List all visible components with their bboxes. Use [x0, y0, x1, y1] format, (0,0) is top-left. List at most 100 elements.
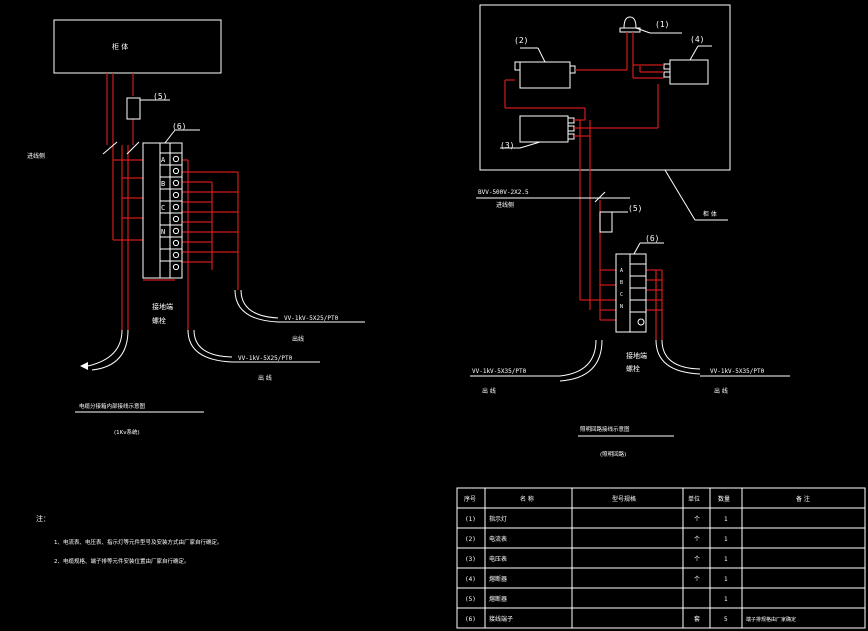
right-cabinet-box: [479, 4, 731, 171]
table-row: (6) 接线端子 套 5 端子排规格由厂家确定: [465, 615, 796, 623]
right-component-4: [669, 59, 709, 85]
right-cable-bends: [470, 339, 790, 382]
table-cell: 1: [724, 596, 728, 603]
table-header-cell: 型号规格: [612, 495, 636, 503]
table-cell: 套: [694, 615, 700, 623]
left-terminal-B: B: [161, 180, 165, 188]
right-cable-right-label: 出 线: [714, 387, 728, 395]
left-leader-6: [164, 129, 176, 144]
right-terminal-B: B: [620, 280, 623, 286]
right-component-2: [519, 61, 571, 89]
right-marker-2: (2): [514, 36, 528, 45]
component-table: 序号 名 称 型号规格 单位 数量 备 注 (1) 指示灯 个 1 (2) 电流…: [456, 487, 866, 629]
left-side-label: 进线侧: [27, 152, 45, 160]
table-cell: 个: [694, 516, 700, 523]
right-texts: (1) (2) (3) (4) (5) (6) BVV-500V-2X2.5 进…: [472, 20, 765, 458]
left-cable-bottom: VV-1kV-5X25/PT0: [238, 355, 293, 362]
right-terminal-rows: [630, 263, 646, 313]
notes-line-1: 1、电流表、电压表、指示灯等元件型号及安装方式由厂家自行确定。: [54, 538, 223, 546]
table-cell: (5): [465, 596, 476, 603]
table-header-cell: 名 称: [520, 495, 534, 503]
right-cable-left: VV-1kV-5X35/PT0: [472, 368, 527, 375]
table-header-row: 序号 名 称 型号规格 单位 数量 备 注: [464, 495, 810, 503]
table-cell: (1): [465, 516, 476, 523]
left-terminal-C: C: [161, 204, 165, 212]
right-inner-wires: [504, 32, 664, 340]
notes-title: 注：: [36, 514, 50, 523]
table-cell: 1: [724, 536, 728, 543]
table-row: (3) 电压表 个 1: [465, 555, 728, 563]
left-breaker-marks: [102, 141, 140, 155]
right-terminal-caption-1: 接地端: [626, 351, 647, 360]
right-terminal-N: N: [620, 304, 623, 310]
table-cell: 个: [694, 556, 700, 563]
left-cabinet-label: 柜 体: [112, 42, 128, 51]
table-header-cell: 单位: [688, 495, 700, 503]
table-row: (1) 指示灯 个 1: [465, 515, 728, 523]
left-terminal-A: A: [161, 156, 166, 164]
right-cable-top: BVV-500V-2X2.5: [478, 189, 529, 196]
right-marker-4: (4): [690, 35, 704, 44]
table-cell: (4): [465, 576, 476, 583]
table-row: (5) 熔断器 1: [465, 595, 728, 603]
table-cell: 熔断器: [489, 575, 507, 583]
right-cable-top-label: 进线侧: [496, 201, 514, 209]
table-header-cell: 序号: [464, 495, 476, 503]
table-cell: (3): [465, 556, 476, 563]
left-terminal-screws: [172, 155, 180, 271]
right-subcaption: (照明回路): [600, 450, 626, 458]
right-marker-5: (5): [628, 204, 642, 213]
right-diagram: [470, 4, 790, 437]
table-cell: 端子排规格由厂家确定: [746, 616, 796, 623]
left-cable-bottom-label: 出 线: [258, 374, 272, 382]
left-subcaption: (1Kv系统): [114, 428, 140, 436]
right-component-3: [519, 115, 569, 143]
right-cable-left-label: 出 线: [482, 387, 496, 395]
table-cell: 1: [724, 516, 728, 523]
notes-line-2: 2、电缆规格、端子排等元件安装位置由厂家自行确定。: [54, 557, 190, 565]
table-cell: 1: [724, 576, 728, 583]
table-header-cell: 备 注: [796, 495, 810, 503]
table-row: (2) 电流表 个 1: [465, 535, 728, 543]
notes: 注： 1、电流表、电压表、指示灯等元件型号及安装方式由厂家自行确定。 2、电缆规…: [36, 514, 223, 565]
left-terminal-caption-2: 螺栓: [152, 316, 166, 325]
left-cable-bends: [87, 289, 365, 371]
right-marker-1: (1): [655, 20, 669, 29]
left-cable-right-label: 出线: [292, 335, 304, 343]
table-cell: 个: [694, 536, 700, 543]
left-component-5: [126, 97, 141, 120]
table-row: (4) 熔断器 个 1: [465, 575, 728, 583]
left-caption: 电缆分接箱内部接线示意图: [79, 402, 146, 410]
right-component-5: [599, 211, 613, 233]
table-header-cell: 数量: [718, 495, 730, 503]
table-cell: 电流表: [489, 535, 507, 543]
right-terminal-caption-2: 螺栓: [626, 364, 640, 373]
table-cell: 5: [724, 616, 728, 623]
left-diagram: [53, 19, 365, 413]
table-cell: 个: [694, 576, 700, 583]
right-leaders: [476, 27, 728, 221]
left-terminal-block: [142, 142, 183, 279]
right-caption: 照明回路接线示意图: [580, 425, 630, 433]
table-cell: 1: [724, 556, 728, 563]
table-cell: (2): [465, 536, 476, 543]
left-cable-right: VV-1kV-5X25/PT0: [284, 315, 339, 322]
left-cabinet-box: [53, 19, 222, 74]
table-cell: (6): [465, 616, 476, 623]
right-cabinet-label: 柜 体: [703, 210, 717, 218]
table-cell: 指示灯: [489, 515, 507, 523]
right-marker-3: (3): [500, 141, 514, 150]
right-component-1-lamp: [619, 16, 641, 33]
left-marker-5: (5): [153, 92, 167, 101]
left-arrow-bottom: [80, 362, 88, 370]
right-terminal-A: A: [620, 268, 623, 274]
left-terminal-rows: [160, 152, 182, 262]
table-cell: 接线端子: [489, 615, 513, 623]
right-terminal-block: [615, 253, 647, 333]
left-feeder-wires: [106, 73, 239, 330]
table-cell: 电压表: [489, 555, 507, 563]
left-terminal-N: N: [161, 228, 165, 236]
left-marker-6: (6): [172, 122, 186, 131]
